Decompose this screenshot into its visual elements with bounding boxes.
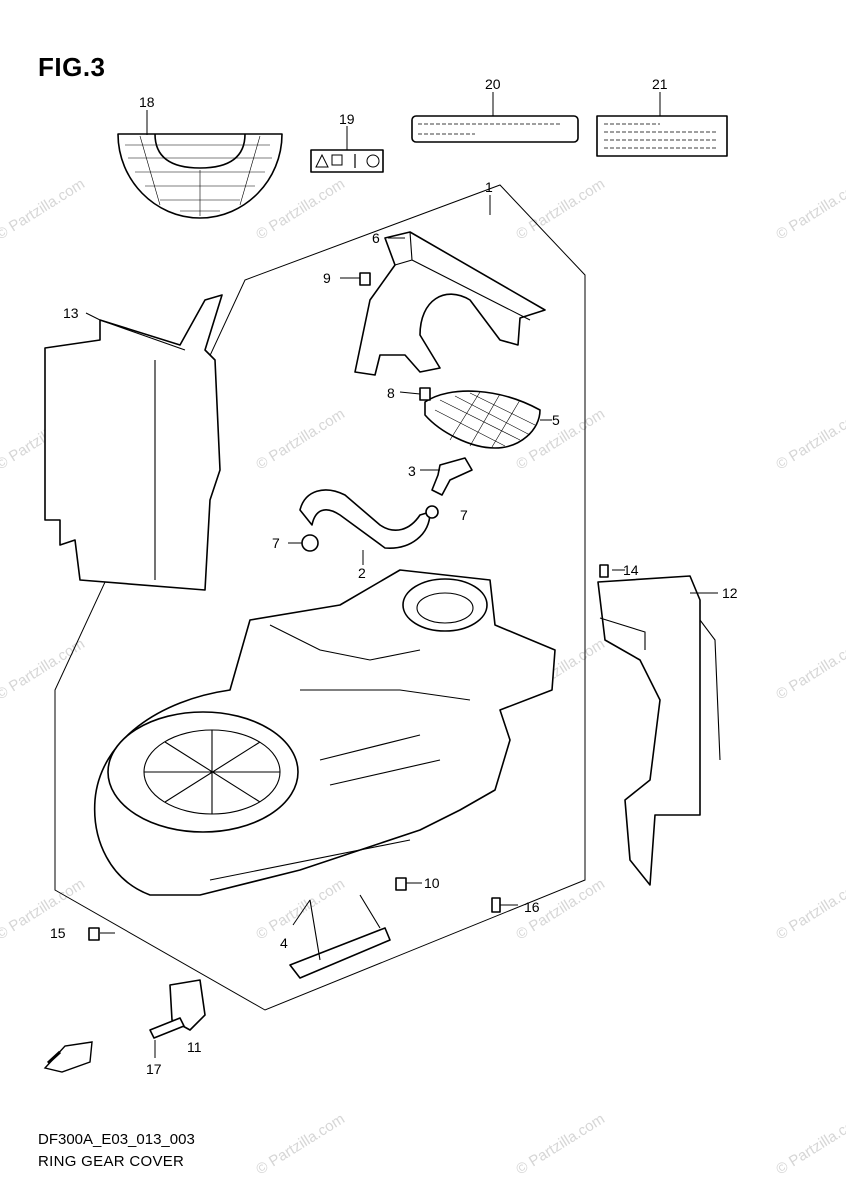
callout-1: 1 [485,179,493,195]
watermark: © Partzilla.com [773,1110,846,1178]
part-7-clamp [301,534,319,552]
callout-10: 10 [424,875,440,891]
leader-lines [85,92,718,1058]
part-5-grille [424,390,541,449]
callout-14: 14 [623,562,639,578]
callout-9: 9 [323,270,331,286]
watermark: © Partzilla.com [253,1110,348,1178]
callout-2: 2 [358,565,366,581]
callout-17: 17 [146,1061,162,1077]
callout-7a: 7 [460,507,468,523]
part-12-side-cover [597,575,721,886]
part-16-bolt [491,897,501,913]
callout-20: 20 [485,76,501,92]
diagram-caption: RING GEAR COVER [38,1153,185,1170]
assembly-boundary [54,184,586,1011]
watermark: © Partzilla.com [253,175,348,243]
watermark: © Partzilla.com [773,405,846,473]
part-8-bolt [419,387,431,401]
callout-19: 19 [339,111,355,127]
part-21-label [596,115,728,157]
diagram-code: DF300A_E03_013_003 [38,1131,195,1148]
watermark: © Partzilla.com [513,1110,608,1178]
part-9-bolt [359,272,371,286]
callout-13: 13 [63,305,79,321]
callout-4: 4 [280,935,288,951]
callout-12: 12 [722,585,738,601]
warning-label-icon [315,153,380,168]
part-19-warning-label [310,149,384,173]
watermark: © Partzilla.com [773,875,846,943]
watermark: © Partzilla.com [0,175,88,243]
part-4-bracket [289,894,391,979]
part-14-bolt [599,564,609,578]
callout-5: 5 [552,412,560,428]
watermark: © Partzilla.com [253,875,348,943]
ring-gear-cover-main [93,569,556,896]
part-callouts: 1 2 3 4 5 6 7 7 8 9 10 11 12 13 14 15 16… [50,76,738,1077]
callout-21: 21 [652,76,668,92]
callout-6: 6 [372,230,380,246]
callout-16: 16 [524,899,540,915]
callout-8: 8 [387,385,395,401]
watermark: © Partzilla.com [513,175,608,243]
watermark: © Partzilla.com [773,635,846,703]
part-17-bolt [149,1017,185,1039]
part-3-fitting [431,457,473,496]
figure-title: FIG.3 [38,52,106,82]
part-13-side-cover [44,294,223,591]
part-15-bolt [88,927,100,941]
callout-18: 18 [139,94,155,110]
callout-3: 3 [408,463,416,479]
part-10-bolt [395,877,407,891]
part-11-bracket [169,979,206,1031]
watermark: © Partzilla.com [0,875,88,943]
part-2-hose [299,489,431,549]
fwd-arrow-icon [43,1041,93,1073]
callout-11: 11 [187,1039,202,1055]
part-20-label [411,115,579,143]
part-6-upper-cover [354,231,546,376]
part-18-shroud [117,133,283,219]
part-7-clamp [425,505,439,519]
watermark: © Partzilla.com [0,635,88,703]
watermark: © Partzilla.com [253,405,348,473]
callout-7b: 7 [272,535,280,551]
callout-15: 15 [50,925,66,941]
watermark: © Partzilla.com [773,175,846,243]
